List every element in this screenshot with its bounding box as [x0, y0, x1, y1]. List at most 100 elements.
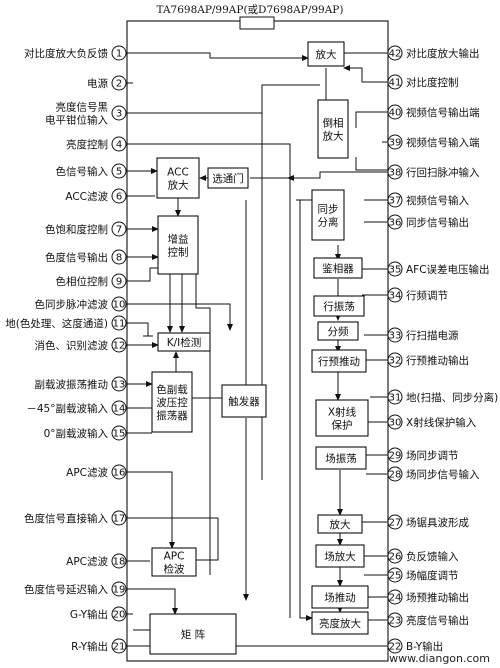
pin-number-circle: [111, 337, 127, 353]
pin-number: 26: [389, 552, 402, 563]
left-pin: 20G-Y输出: [70, 606, 133, 622]
pin-label: APC滤波: [66, 466, 108, 479]
left-pin: 8 色度信号输出: [45, 249, 133, 265]
pin-number: 30: [389, 418, 402, 429]
block-inverting-amp: 倒相放大: [317, 99, 349, 159]
block-field-predrive: 场推动: [311, 585, 369, 609]
block-label: 放大: [330, 518, 351, 531]
right-pin: 39 视频信号输入端: [382, 134, 480, 150]
pin-number: 2: [116, 79, 122, 90]
pin-label: 电源: [87, 77, 108, 90]
pin-number: 17: [113, 514, 126, 525]
pin-number-circle: [111, 136, 127, 152]
pin-number: 1: [116, 49, 122, 60]
block-label: 行预推动: [318, 355, 360, 368]
pin-number-circle: [111, 510, 127, 526]
pin-label: 地(扫描、同步分离): [406, 391, 498, 404]
pin-label: 场锯具波形成: [406, 516, 469, 529]
pin-number: 34: [389, 291, 402, 302]
pin-number-circle: [111, 75, 127, 91]
block-label: 矩 阵: [181, 628, 206, 641]
pin-number: 6: [116, 192, 122, 203]
block-trigger: 触发器: [221, 384, 267, 418]
pin-number: 8: [116, 253, 122, 264]
pin-label: 视频信号输出端: [406, 106, 480, 119]
pin-number: 21: [113, 642, 126, 653]
pin-number: 39: [389, 138, 402, 149]
pin-label: 地(色处理、这度通道): [5, 317, 108, 330]
pin-number: 35: [389, 265, 402, 276]
pin-label: 对比度控制: [406, 76, 459, 89]
pin-number: 16: [113, 468, 126, 479]
pin-label: 负反馈输入: [406, 550, 459, 563]
block-matrix: 矩 阵: [149, 613, 237, 655]
block-gate: 选通门: [207, 167, 249, 189]
pin-number-circle: [111, 638, 127, 654]
block-label: 倒相放大: [323, 117, 344, 143]
left-pin: 2 电源: [87, 75, 133, 91]
right-pin: 40 视频信号输出端: [382, 104, 480, 120]
pin-label: 对比度放大输出: [406, 47, 480, 60]
block-label: 同步分离: [318, 204, 339, 229]
block-label: 行振荡: [323, 300, 355, 313]
pin-number: 15: [113, 429, 126, 440]
pin-number-circle: [111, 581, 127, 597]
left-pin: 150°副载波输入: [44, 425, 133, 441]
connection-wires: [133, 52, 388, 647]
pin-label: 视频信号输入端: [406, 136, 480, 149]
pin-number: 40: [389, 108, 402, 119]
left-pin: 21 R-Y输出: [71, 638, 133, 654]
block-subcarrier-vco: 色副载波压控振荡器: [151, 371, 193, 433]
pin-number: 29: [389, 451, 402, 462]
pin-label: 同步信号输出: [406, 216, 469, 229]
pin-label: 场预推动输出: [406, 591, 469, 604]
right-pin: 31 地(扫描、同步分离): [382, 389, 498, 405]
pin-number: 41: [389, 78, 402, 89]
block-field-amp: 场放大: [315, 544, 365, 568]
pin-number-circle: [111, 188, 127, 204]
pin-label: 亮度信号输出: [406, 614, 469, 627]
right-pin: 29 场同步调节: [382, 447, 459, 463]
block-sync-separator: 同步分离: [311, 189, 345, 241]
block-xray-protect: X射线保护: [315, 399, 369, 437]
pin-label: 行回扫脉冲输入: [406, 166, 480, 179]
pin-label: 场同步信号输入: [406, 468, 480, 481]
pin-label: 色度信号输出: [45, 251, 108, 264]
right-pin: 26 负反馈输入: [382, 548, 459, 564]
pin-number: 4: [116, 140, 122, 151]
pin-label: 行扫描电源: [406, 329, 459, 342]
watermark: www.diangon.com: [389, 652, 490, 665]
pin-number-circle: [111, 249, 127, 265]
pin-number: 11: [113, 319, 126, 330]
block-label: 色副载波压控振荡器: [156, 383, 188, 422]
pin-number: 42: [389, 49, 402, 60]
block-line-oscillator: 行振荡: [313, 295, 365, 317]
pin-number: 14: [113, 404, 126, 415]
pin-number: 33: [389, 331, 402, 342]
pin-label: R-Y输出: [71, 640, 108, 653]
pin-label: 色度信号延迟输入: [24, 583, 108, 596]
pin-label: 色信号输入: [56, 165, 109, 178]
pin-number: 31: [389, 393, 402, 404]
pin-number-circle: [111, 606, 127, 622]
pin-label: AFC误差电压输出: [406, 263, 490, 276]
block-label: 鉴相器: [322, 262, 354, 275]
pin-number: 32: [389, 356, 402, 367]
pin-label: 场同步调节: [406, 449, 459, 462]
